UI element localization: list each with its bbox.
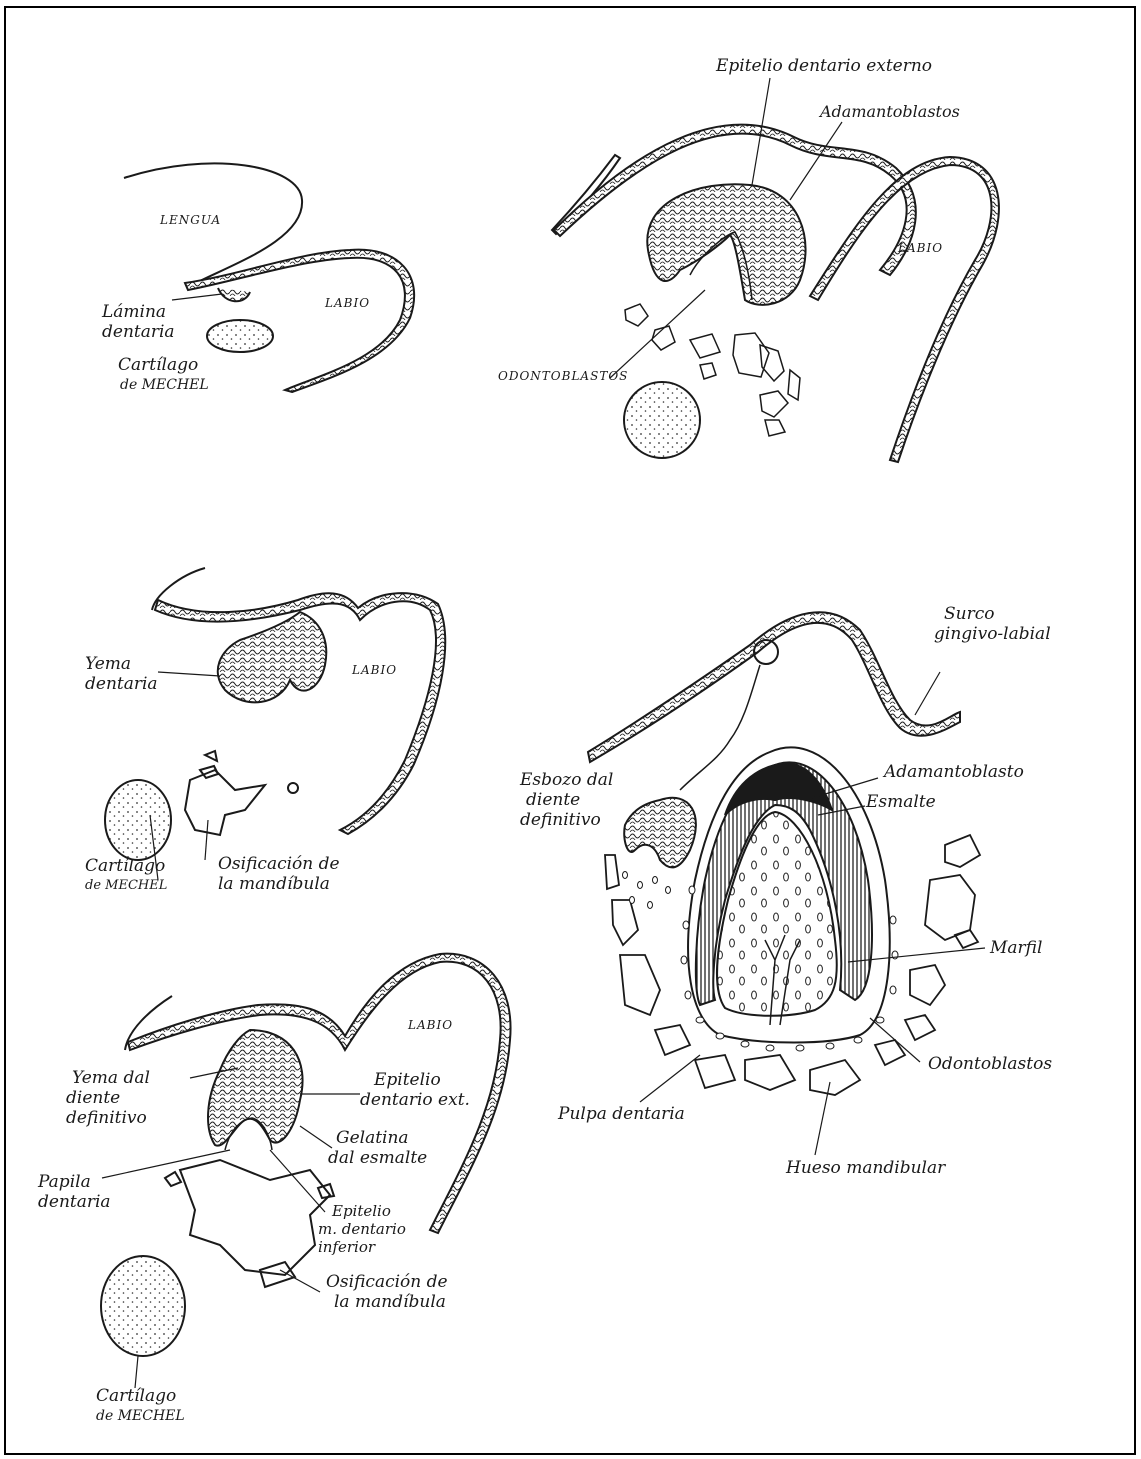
label-labio-1: LABIO bbox=[325, 293, 370, 313]
label-line: Yema dal bbox=[66, 1068, 196, 1088]
label-line: Gelatina bbox=[328, 1128, 438, 1148]
label-line: inferior bbox=[318, 1238, 418, 1256]
label-line: Esbozo dal bbox=[520, 770, 620, 790]
label-labio-2: LABIO bbox=[898, 238, 943, 258]
label-line: la mandíbula bbox=[326, 1292, 486, 1312]
label-labio-3: LABIO bbox=[352, 660, 397, 680]
label-line: dentaria bbox=[38, 1192, 128, 1212]
label-marfil: Marfil bbox=[990, 938, 1042, 958]
label-line: dentaria bbox=[85, 674, 175, 694]
label-lamina-dentaria: Lámina dentaria bbox=[102, 302, 212, 342]
label-line: de MECHEL bbox=[118, 375, 248, 395]
enamel-organ bbox=[647, 184, 805, 305]
label-epitelio-inferior: Epitelio m. dentario inferior bbox=[318, 1202, 418, 1256]
label-line: Surco bbox=[934, 604, 1074, 624]
label-lengua: LENGUA bbox=[160, 210, 221, 230]
label-adamantoblastos: Adamantoblastos bbox=[820, 102, 960, 122]
enamel-organ-cap bbox=[208, 1030, 303, 1146]
label-epitelio-externo: Epitelio dentario externo bbox=[716, 56, 932, 76]
figure-2-bell-stage bbox=[552, 78, 999, 462]
label-line: dentaria bbox=[102, 322, 212, 342]
labial-sulcus-band bbox=[810, 157, 999, 462]
label-pulpa-dentaria: Pulpa dentaria bbox=[558, 1104, 685, 1124]
label-papila-dentaria: Papila dentaria bbox=[38, 1172, 128, 1212]
ossification-center bbox=[185, 770, 265, 835]
label-cartilago-1: Cartílago de MECHEL bbox=[118, 355, 248, 395]
figure-5-erupting-tooth bbox=[588, 612, 985, 1155]
figure-3-bud-stage bbox=[105, 568, 445, 880]
label-epitelio-ext: Epitelio dentario ext. bbox=[360, 1070, 470, 1110]
label-line: Cartílago bbox=[118, 355, 248, 375]
label-yema-definitivo: Yema dal diente definitivo bbox=[66, 1068, 196, 1128]
label-line: Cartílago bbox=[85, 856, 195, 876]
label-line: diente definitivo bbox=[66, 1088, 196, 1128]
label-line: Epitelio bbox=[360, 1070, 470, 1090]
label-esmalte: Esmalte bbox=[866, 792, 936, 812]
label-adamantoblasto: Adamantoblasto bbox=[884, 762, 1024, 782]
label-odontoblastos-2: ODONTOBLASTOS bbox=[498, 366, 628, 386]
label-line: Epitelio bbox=[318, 1202, 418, 1220]
label-surco-gingivo-labial: Surco gingivo-labial bbox=[934, 604, 1074, 644]
label-line: gingivo-labial bbox=[934, 624, 1074, 644]
label-line: de MECHEL bbox=[85, 876, 195, 896]
label-osificacion-3: Osificación de la mandíbula bbox=[218, 854, 378, 894]
label-osificacion-4: Osificación de la mandíbula bbox=[326, 1272, 486, 1312]
label-cartilago-4: Cartílago de MECHEL bbox=[96, 1386, 216, 1426]
label-yema-dentaria: Yema dentaria bbox=[85, 654, 175, 694]
label-line: Lámina bbox=[102, 302, 212, 322]
label-line: Osificación de bbox=[326, 1272, 486, 1292]
label-line: dal esmalte bbox=[328, 1148, 438, 1168]
gingival-epithelium-band bbox=[588, 612, 960, 762]
tooth-bud bbox=[218, 612, 326, 702]
meckel-cartilage bbox=[207, 320, 273, 352]
permanent-tooth-bud bbox=[624, 798, 696, 868]
label-line: Yema bbox=[85, 654, 175, 674]
label-line: m. dentario bbox=[318, 1220, 418, 1238]
label-line: dentario ext. bbox=[360, 1090, 470, 1110]
label-line: diente bbox=[520, 790, 620, 810]
meckel-cartilage bbox=[105, 780, 171, 860]
label-hueso-mandibular: Hueso mandibular bbox=[786, 1158, 945, 1178]
ossification-mass bbox=[180, 1160, 330, 1275]
label-line: Papila bbox=[38, 1172, 128, 1192]
label-odontoblastos-5: Odontoblastos bbox=[928, 1054, 1052, 1074]
label-cartilago-3: Cartílago de MECHEL bbox=[85, 856, 195, 896]
label-line: la mandíbula bbox=[218, 874, 378, 894]
label-esbozo-definitivo: Esbozo dal diente definitivo bbox=[520, 770, 620, 830]
label-line: Cartílago bbox=[96, 1386, 216, 1406]
cartilage-cross-section bbox=[624, 382, 700, 458]
label-line: definitivo bbox=[520, 810, 620, 830]
label-line: Osificación de bbox=[218, 854, 378, 874]
label-line: de MECHEL bbox=[96, 1406, 216, 1426]
meckel-cartilage bbox=[101, 1256, 185, 1356]
label-labio-4: LABIO bbox=[408, 1015, 453, 1035]
dental-lamina-bud bbox=[218, 288, 250, 301]
label-gelatina: Gelatina dal esmalte bbox=[328, 1128, 438, 1168]
